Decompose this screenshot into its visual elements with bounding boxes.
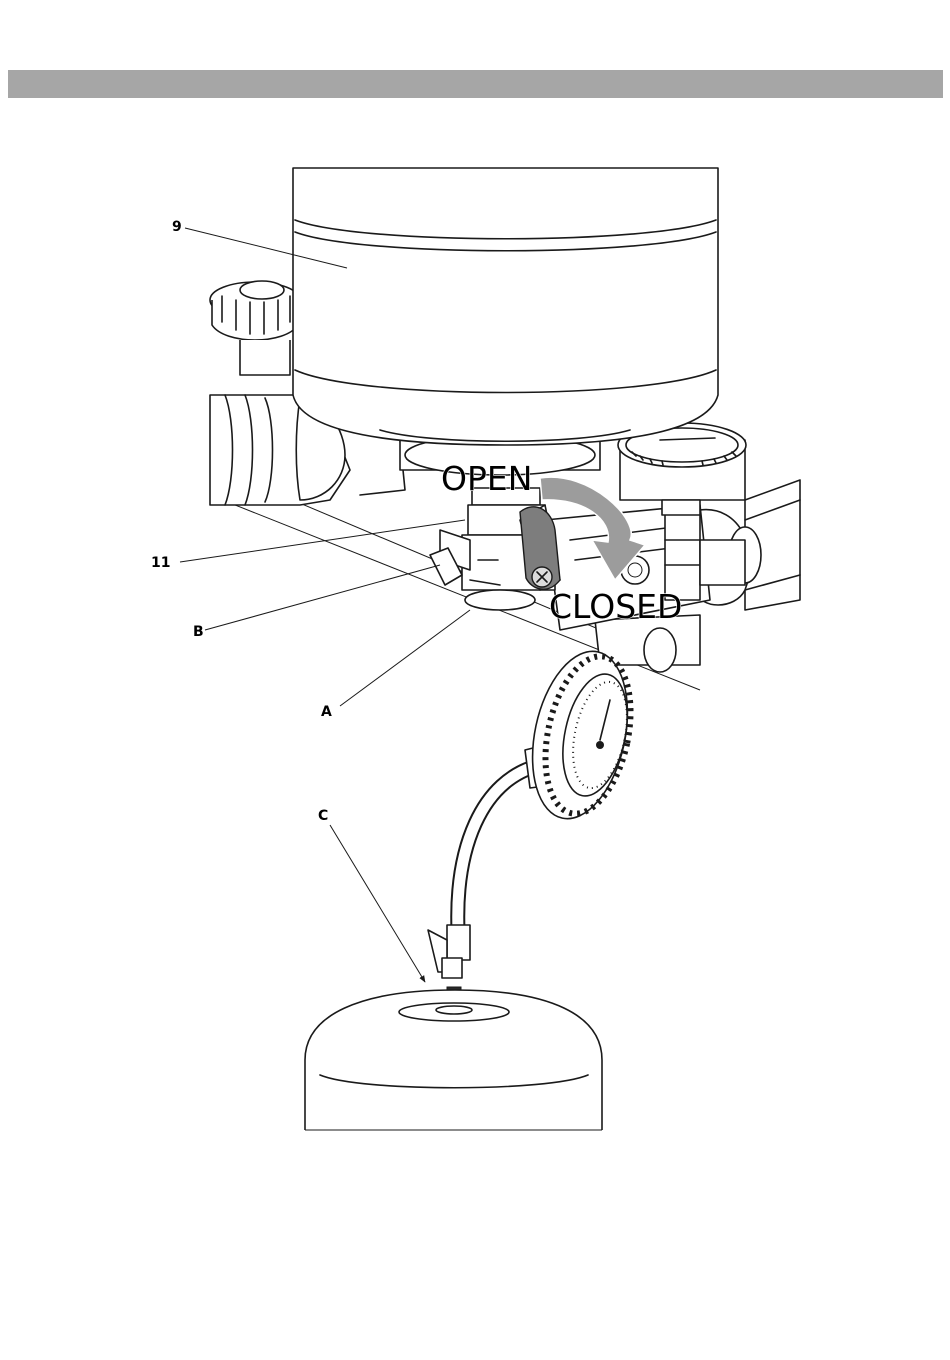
callout-9: 9 (172, 219, 182, 235)
callout-b: B (193, 624, 204, 640)
leader-c (330, 825, 425, 982)
pressure-gauge-icon (518, 643, 643, 828)
bypass-knob (210, 281, 300, 375)
ball-valve (430, 488, 560, 610)
leader-a (340, 610, 470, 706)
leader-11 (180, 520, 465, 562)
open-label: OPEN (441, 459, 532, 498)
callout-a: A (321, 704, 332, 720)
closed-label: CLOSED (549, 587, 682, 626)
expansion-tank (305, 990, 602, 1130)
filter-vessel (293, 168, 718, 445)
callout-11: 11 (151, 555, 170, 571)
upper-assembly: OPEN CLOSED (210, 168, 800, 690)
callout-c: C (318, 808, 328, 824)
lower-assembly (305, 643, 644, 1130)
leader-b (205, 565, 440, 630)
air-chuck (428, 925, 470, 978)
